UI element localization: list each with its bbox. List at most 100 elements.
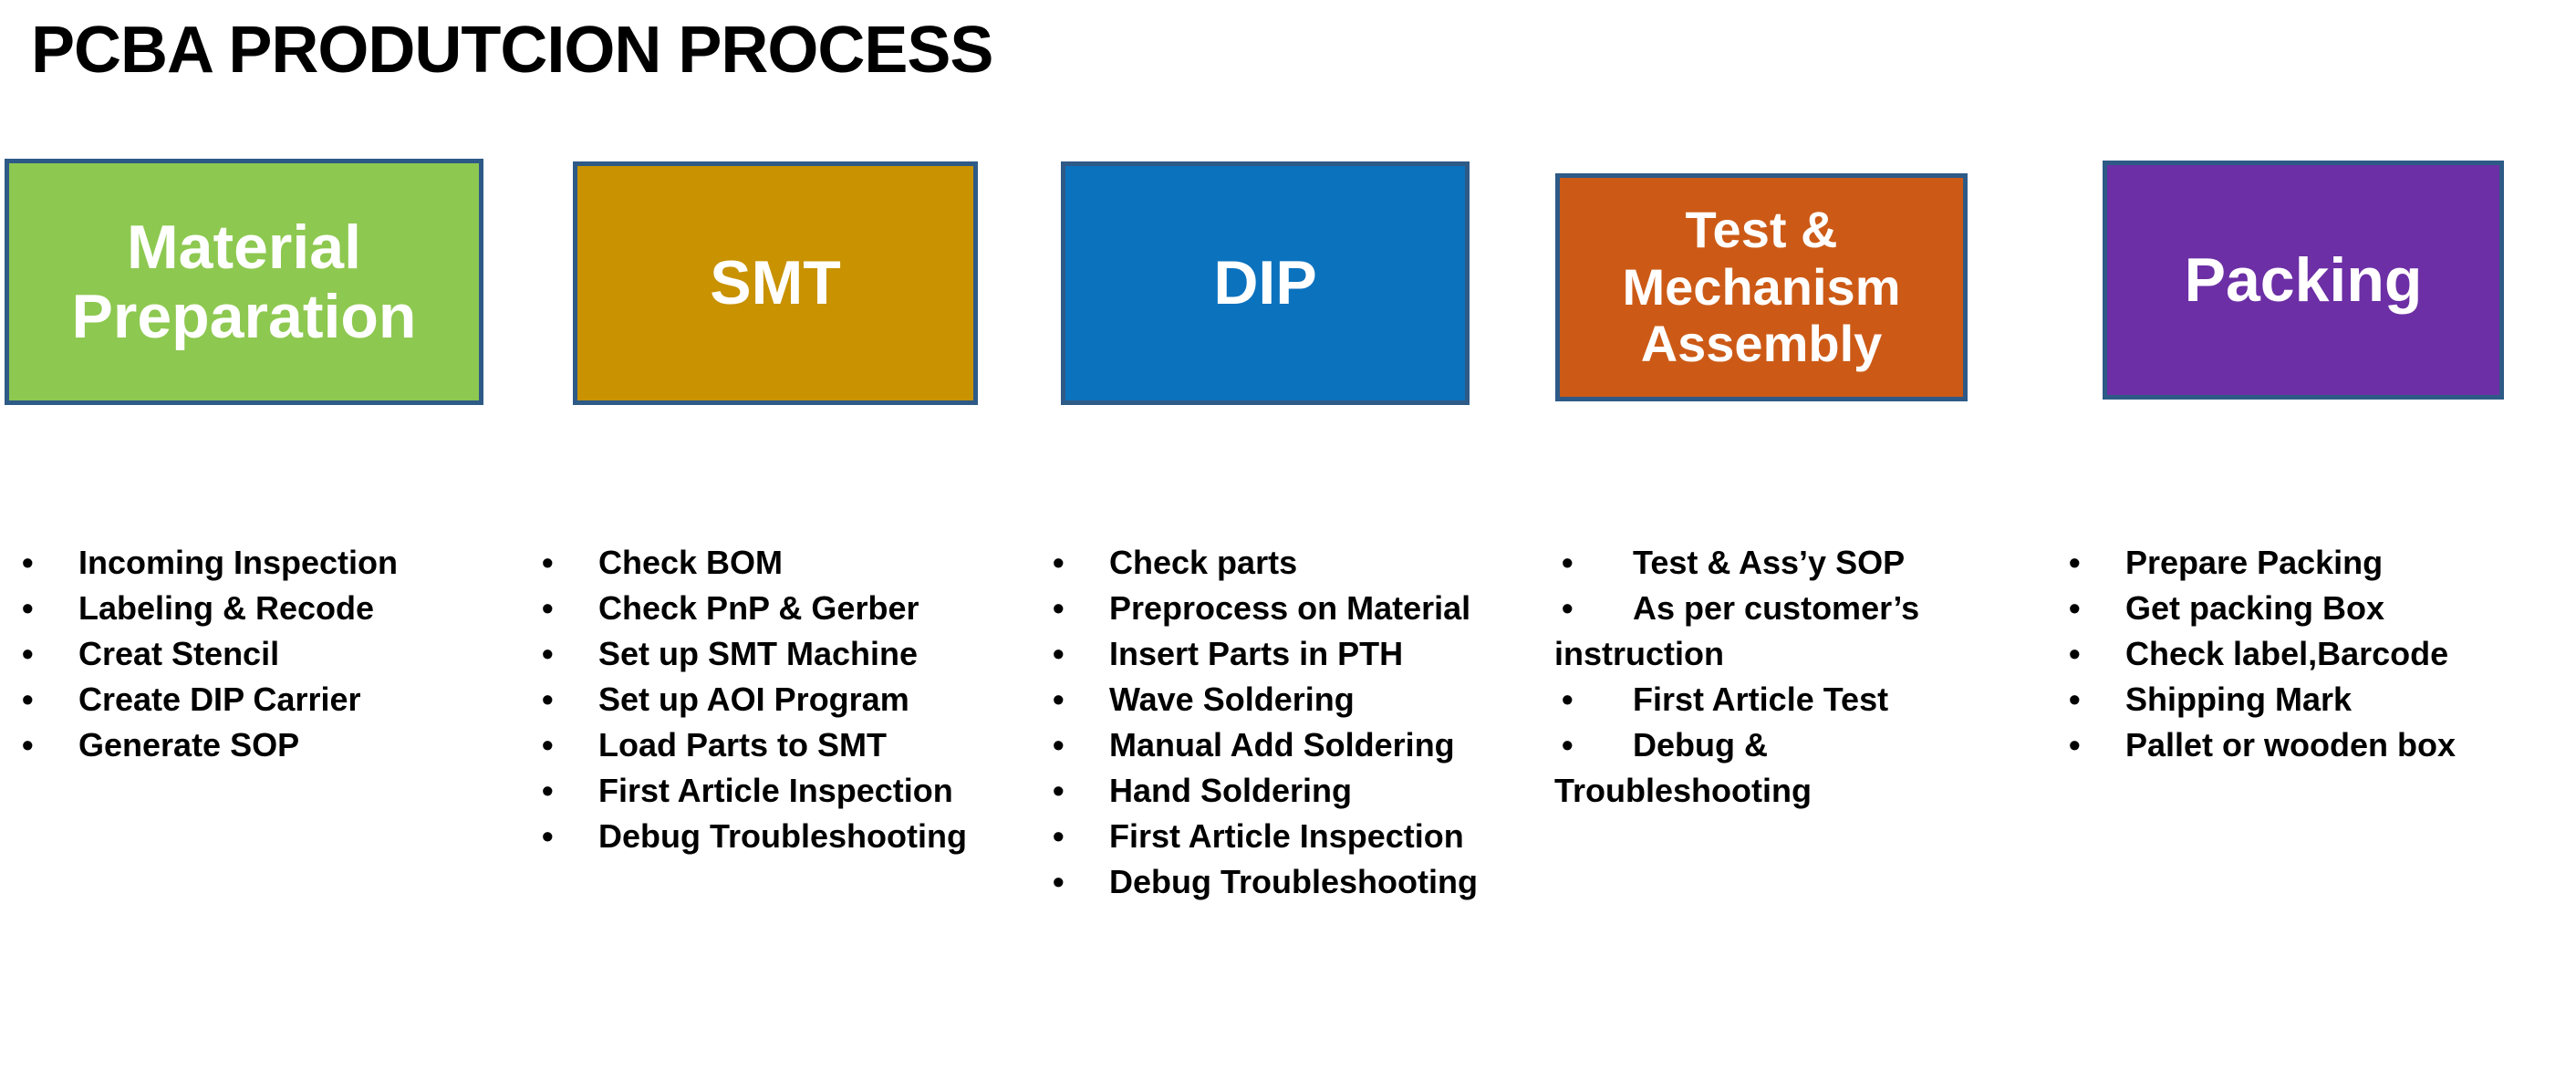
list-item-label: Insert Parts in PTH: [1109, 635, 1404, 672]
list-item: • Load Parts to SMT: [533, 722, 1044, 768]
bullet-icon: •: [1053, 680, 1065, 718]
list-item-label: Debug Troubleshooting: [1109, 863, 1478, 900]
bullet-icon: •: [542, 635, 554, 672]
list-item: •As per customer’s instruction: [1554, 586, 1992, 677]
list-item-label: Generate SOP: [78, 726, 300, 764]
list-item-label: Labeling & Recode: [78, 589, 375, 627]
stage-box-test-mechanism-assembly: Test & Mechanism Assembly: [1555, 173, 1968, 401]
list-item-label: Check parts: [1109, 544, 1298, 581]
stage-label-packing: Packing: [2184, 244, 2423, 315]
list-item-label: First Article Inspection: [598, 772, 953, 809]
list-item-label: Debug & Troubleshooting: [1554, 726, 1812, 809]
list-item: • Wave Soldering: [1044, 677, 1554, 722]
stage-box-dip: DIP: [1061, 161, 1470, 405]
list-item-label: Test & Ass’y SOP: [1633, 544, 1906, 581]
step-list-material-preparation: • Incoming Inspection • Labeling & Recode • C…: [13, 540, 524, 768]
bullet-icon: •: [2069, 635, 2081, 672]
list-item: • First Article Inspection: [1044, 814, 1554, 859]
step-list-test-mechanism-assembly: •Test & Ass’y SOP•As per customer’s inst…: [1554, 540, 1992, 814]
list-item-label: First Article Inspection: [1109, 817, 1464, 855]
list-item: • Debug Troubleshooting: [1044, 859, 1554, 905]
list-item: • Generate SOP: [13, 722, 524, 768]
list-item: • Preprocess on Material: [1044, 586, 1554, 631]
stage-label-test-mechanism-assembly: Test & Mechanism Assembly: [1622, 200, 1901, 373]
list-item-label: Check PnP & Gerber: [598, 589, 919, 627]
list-item-label: Prepare Packing: [2125, 544, 2384, 581]
page-title: PCBA PRODUTCION PROCESS: [31, 14, 993, 87]
bullet-icon: •: [1562, 544, 1574, 581]
bullet-icon: •: [22, 726, 34, 764]
bullet-icon: •: [2069, 726, 2081, 764]
list-item: •Debug & Troubleshooting: [1554, 722, 1992, 814]
list-item: • Shipping Mark: [2060, 677, 2571, 722]
list-item-label: Creat Stencil: [78, 635, 280, 672]
stage-box-packing: Packing: [2103, 161, 2504, 400]
list-item-label: Get packing Box: [2125, 589, 2385, 627]
bullet-icon: •: [1053, 589, 1065, 627]
list-item: • Hand Soldering: [1044, 768, 1554, 814]
stage-label-smt: SMT: [710, 248, 841, 318]
bullet-icon: •: [1562, 726, 1574, 764]
list-item: • First Article Inspection: [533, 768, 1044, 814]
bullet-icon: •: [1053, 817, 1065, 855]
list-item: • Pallet or wooden box: [2060, 722, 2571, 768]
list-item-label: Check label,Barcode: [2125, 635, 2449, 672]
list-item: • Test & Ass’y SOP: [1554, 540, 1992, 586]
list-item-label: Manual Add Soldering: [1109, 726, 1455, 764]
list-item-label: Shipping Mark: [2125, 680, 2353, 718]
list-item: • Creat Stencil: [13, 631, 524, 677]
step-list-smt: • Check BOM • Check PnP & Gerber • Set up SMT…: [533, 540, 1044, 859]
list-item-label: Create DIP Carrier: [78, 680, 361, 718]
bullet-icon: •: [2069, 589, 2081, 627]
list-item: • Create DIP Carrier: [13, 677, 524, 722]
list-item: • Manual Add Soldering: [1044, 722, 1554, 768]
list-item-label: Pallet or wooden box: [2125, 726, 2457, 764]
list-item: • Incoming Inspection: [13, 540, 524, 586]
list-item: • Check PnP & Gerber: [533, 586, 1044, 631]
list-item: • Set up AOI Program: [533, 677, 1044, 722]
bullet-icon: •: [542, 726, 554, 764]
list-item-label: Wave Soldering: [1109, 680, 1355, 718]
stage-label-material-preparation: Material Preparation: [71, 212, 417, 351]
bullet-icon: •: [1053, 863, 1065, 900]
list-item: •Check parts: [1044, 540, 1554, 586]
list-item-label: As per customer’s instruction: [1554, 589, 1920, 672]
bullet-icon: •: [1053, 726, 1065, 764]
list-item-label: Set up SMT Machine: [598, 635, 919, 672]
stage-box-material-preparation: Material Preparation: [5, 159, 483, 405]
list-item: • Set up SMT Machine: [533, 631, 1044, 677]
list-item: • Labeling & Recode: [13, 586, 524, 631]
list-item: • Get packing Box: [2060, 586, 2571, 631]
bullet-icon: •: [1053, 772, 1065, 809]
bullet-icon: •: [1562, 589, 1574, 627]
stage-box-smt: SMT: [573, 161, 978, 405]
bullet-icon: •: [542, 544, 554, 581]
bullet-icon: •: [2069, 680, 2081, 718]
bullet-icon: •: [22, 589, 34, 627]
bullet-icon: •: [542, 680, 554, 718]
list-item-label: Load Parts to SMT: [598, 726, 888, 764]
bullet-icon: •: [542, 772, 554, 809]
bullet-icon: •: [22, 680, 34, 718]
bullet-icon: •: [22, 635, 34, 672]
bullet-icon: •: [542, 589, 554, 627]
list-item: • First Article Test: [1554, 677, 1992, 722]
list-item-label: Check BOM: [598, 544, 784, 581]
list-item: • Debug Troubleshooting: [533, 814, 1044, 859]
list-item-label: Preprocess on Material: [1109, 589, 1471, 627]
list-item-label: Hand Soldering: [1109, 772, 1353, 809]
list-item-label: Incoming Inspection: [78, 544, 399, 581]
step-list-packing: • Prepare Packing • Get packing Box • Check l…: [2060, 540, 2571, 768]
list-item: • Insert Parts in PTH: [1044, 631, 1554, 677]
bullet-icon: •: [22, 544, 34, 581]
list-item: • Check BOM: [533, 540, 1044, 586]
bullet-icon: •: [1562, 680, 1574, 718]
step-list-dip: •Check parts•Preprocess on Material•Inse…: [1044, 540, 1554, 905]
list-item-label: First Article Test: [1633, 680, 1889, 718]
list-item: • Check label,Barcode: [2060, 631, 2571, 677]
list-item-label: Debug Troubleshooting: [598, 817, 967, 855]
bullet-icon: •: [1053, 635, 1065, 672]
bullet-icon: •: [2069, 544, 2081, 581]
bullet-icon: •: [542, 817, 554, 855]
list-item-label: Set up AOI Program: [598, 680, 909, 718]
